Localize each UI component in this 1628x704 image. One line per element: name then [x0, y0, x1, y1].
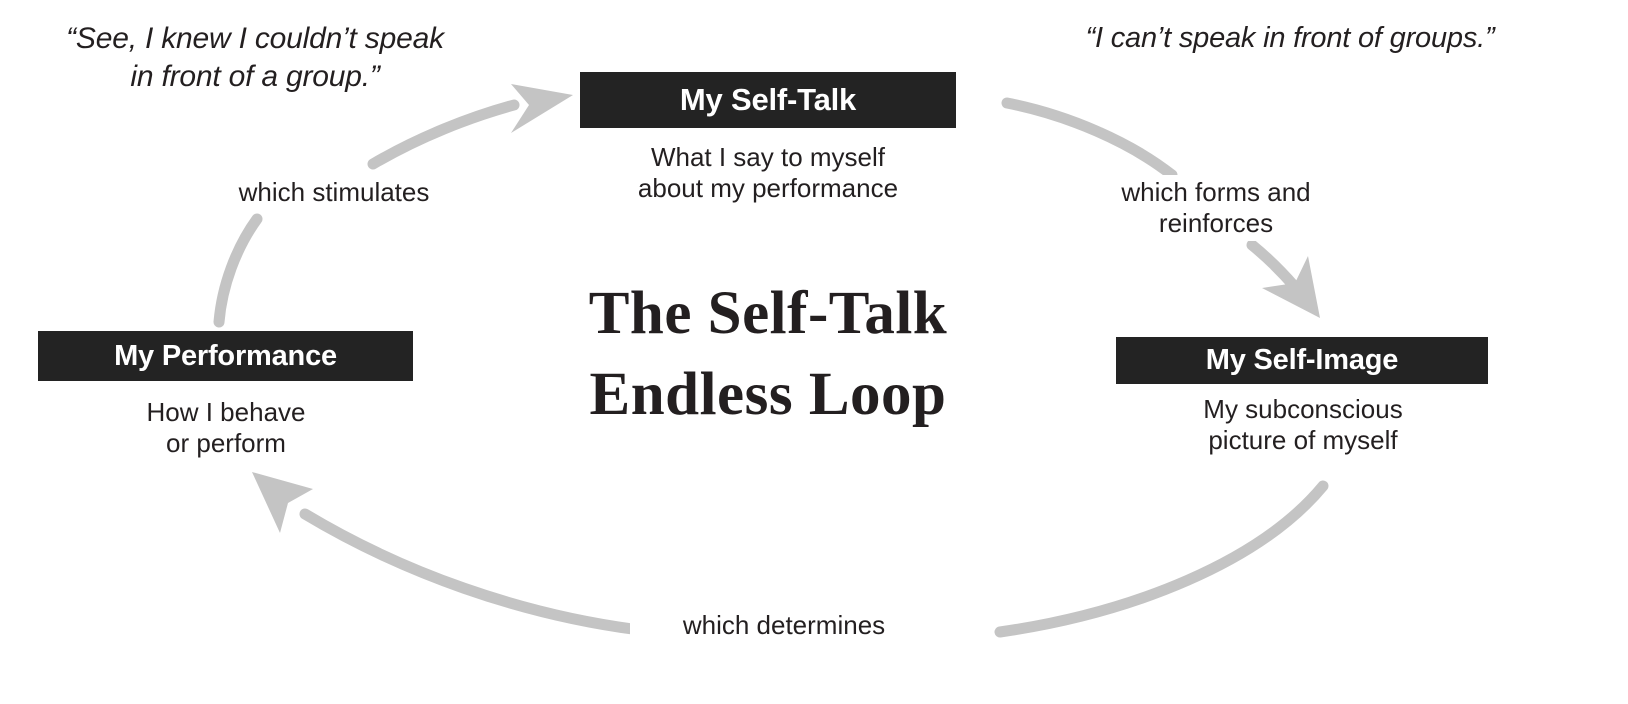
- node-performance-label: My Performance: [114, 339, 337, 372]
- arrow-path-determines-right: [994, 480, 1329, 638]
- diagram-title-line-2: Endless Loop: [589, 360, 947, 428]
- arrowhead-stimulates-icon: [511, 84, 573, 133]
- node-self-image[interactable]: My Self-Image: [1116, 337, 1488, 384]
- quote-left-line-2: in front of a group.”: [130, 59, 380, 93]
- node-performance-caption-line-2: or perform: [166, 427, 286, 458]
- connector-label-forms-line-2: reinforces: [1158, 208, 1274, 239]
- diagram-title-line-1: The Self-Talk: [588, 280, 948, 347]
- node-self-talk-caption: What I say to myself about my performanc…: [570, 142, 966, 203]
- node-self-image-label: My Self-Image: [1205, 344, 1399, 376]
- quote-right: “I can’t speak in front of groups.”: [1010, 20, 1570, 56]
- connector-label-determines-line-1: which determines: [682, 610, 886, 640]
- connector-label-forms-line-1: which forms and: [1121, 177, 1311, 207]
- node-self-talk-caption-line-2: about my performance: [637, 172, 899, 203]
- arrow-path-determines-left: [299, 508, 654, 637]
- quote-left: “See, I knew I couldn’t speak in front o…: [10, 20, 500, 95]
- arrow-path-forms: [1001, 97, 1178, 181]
- node-self-image-caption: My subconscious picture of myself: [1110, 394, 1496, 455]
- connector-label-forms-reinforces: which forms and reinforces: [1060, 175, 1372, 242]
- node-self-talk[interactable]: My Self-Talk: [580, 72, 956, 128]
- node-self-talk-label: My Self-Talk: [679, 82, 857, 117]
- arrow-path-stimulates-upper: [367, 99, 520, 170]
- node-self-image-caption-line-2: picture of myself: [1208, 424, 1398, 455]
- arrow-path-stimulates: [213, 213, 263, 328]
- node-performance-caption-line-1: How I behave: [146, 397, 306, 427]
- arrowhead-forms-icon: [1262, 256, 1320, 318]
- node-self-talk-caption-line-1: What I say to myself: [650, 142, 886, 172]
- connector-label-determines: which determines: [630, 608, 938, 644]
- arrow-path-forms-lower: [1246, 239, 1301, 293]
- quote-right-line-1: “I can’t speak in front of groups.”: [1085, 22, 1495, 54]
- node-performance[interactable]: My Performance: [38, 331, 413, 381]
- arrowhead-determines-icon: [252, 472, 313, 533]
- connector-label-stimulates: which stimulates: [178, 175, 490, 211]
- node-self-image-caption-line-1: My subconscious: [1203, 394, 1403, 424]
- diagram-title: The Self-Talk Endless Loop: [523, 274, 1013, 435]
- node-performance-caption: How I behave or perform: [40, 397, 412, 458]
- connector-label-stimulates-line-1: which stimulates: [238, 177, 430, 207]
- quote-left-line-1: “See, I knew I couldn’t speak: [66, 22, 444, 55]
